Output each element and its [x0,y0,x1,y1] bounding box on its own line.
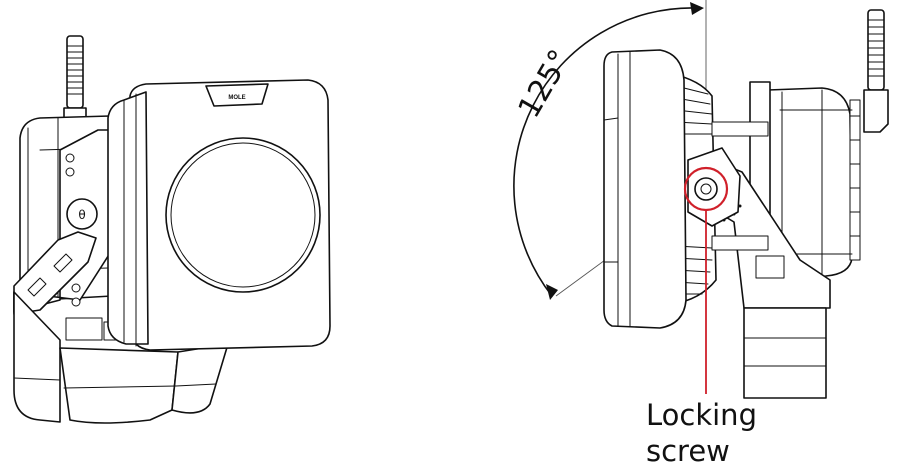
rear-module-right [767,87,861,279]
bracket-left: θ [13,129,123,341]
locking-screw-label-line1: Locking [646,398,757,432]
tilt-angle-arc [513,7,698,297]
front-view-fixture: θ MOLE [13,35,331,424]
yoke-stand-left [13,291,229,424]
tilt-angle-label: 125° [512,44,578,124]
bracket-right [702,81,831,399]
lamp-head-left: MOLE [107,79,331,351]
antenna-right [863,9,889,133]
lens-housing-right [603,49,687,329]
tilt-arc-arrowhead-top [690,2,704,15]
tilt-hub [687,147,741,227]
tilt-arc-arrowhead-bottom [546,284,558,300]
locking-screw-label-line2: screw [646,434,730,468]
side-view-fixture: 125° [512,0,889,468]
brand-logo: MOLE [228,95,245,101]
svg-text:θ: θ [78,208,85,222]
antenna-left [63,35,87,119]
